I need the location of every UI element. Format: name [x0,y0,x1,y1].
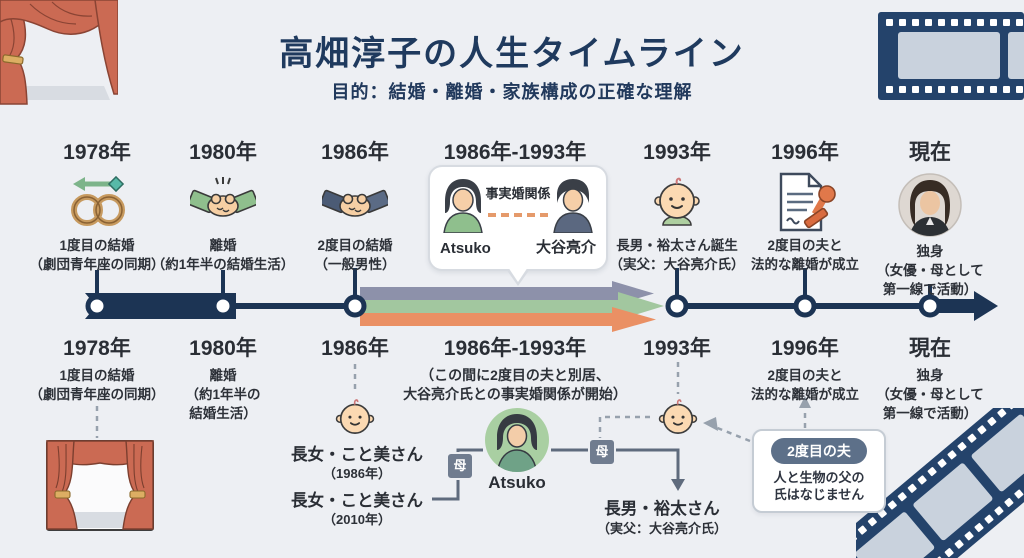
event-caption: 独身 [916,368,944,383]
bubble-left-name: Atsuko [440,240,491,257]
mother-badge: 母 [446,452,474,480]
page-title: 高畑淳子の人生タイムライン [279,35,745,73]
event-caption: 法的な離婚が成立 [751,387,859,402]
year-label: 1986年 [321,141,389,164]
handshake-icon [275,172,435,232]
timeline-node-now [918,294,942,318]
top-event-1986-1993: 1986年-1993年 [405,136,625,166]
event-caption: （一般男性） [314,257,396,272]
bottom-event-1993: 1993年 [597,332,757,362]
note-text: 氏はなじません [773,487,865,502]
document-stamp-icon [725,172,885,232]
timeline-node-1980 [211,294,235,318]
event-caption: （劇団青年座の同期） [29,387,165,402]
daughter1-year: （1986年） [323,466,391,481]
year-label: 1996年 [771,337,839,360]
event-caption: （女優・母として [876,263,984,278]
page-subtitle: 目的：結婚・離婚・家族構成の正確な理解 [331,82,693,102]
year-label: 1980年 [189,337,257,360]
timeline-node-1978 [85,294,109,318]
year-label: 1993年 [643,337,711,360]
son-note: （実父：大谷亮介氏） [596,521,727,536]
event-caption: （女優・母として [876,387,984,402]
year-label: 現在 [909,141,951,164]
year-label: 1986年 [321,337,389,360]
event-caption: 独身 [916,244,944,259]
event-caption: 結婚生活） [189,406,257,421]
bottom-event-1978: 1978年 1度目の結婚 （劇団青年座の同期） [17,332,177,404]
event-caption: （実父：大谷亮介氏） [609,257,745,272]
event-caption: 2度目の夫と [767,368,843,383]
film-strip-diagonal-icon [856,408,1024,558]
event-caption: 2度目の結婚 [317,238,393,253]
wedding-rings-icon [17,172,177,232]
year-label: 現在 [909,337,951,360]
atsuko-avatar-icon [485,408,549,472]
top-event-now: 現在 独身 （女優・母として 第一線で活動） [850,136,1010,299]
event-caption: 大谷亮介氏との事実婚関係が開始） [403,386,627,402]
bubble-title: 事実婚関係 [485,186,551,201]
mother-name-label: Atsuko [488,473,546,492]
top-event-1986: 1986年 2度目の結婚 （一般男性） [275,136,435,274]
event-caption: 長男・裕太さん誕生 [616,238,738,253]
event-caption: （約1年半の結婚生活） [151,257,295,272]
bottom-event-1986: 1986年 [275,332,435,362]
baby-boy-icon [658,399,698,434]
event-caption: （劇団青年座の同期） [29,257,165,272]
dashed-relationship-line [488,213,548,217]
event-caption: （この間に2度目の夫と別居、 [420,367,610,383]
common-law-marriage-bubble: 事実婚関係 Atsuko 大谷亮介 [428,165,608,286]
year-label: 1996年 [771,141,839,164]
theater-curtain-icon [0,0,118,105]
event-caption: （約1年半の [185,387,261,402]
daughter1-name: 長女・こと美さん [291,446,423,464]
top-event-1996: 1996年 2度目の夫と 法的な離婚が成立 [725,136,885,274]
man-avatar-icon [553,179,593,233]
event-caption: 1度目の結婚 [59,238,135,253]
year-label: 1986年-1993年 [443,141,587,164]
event-caption: 2度目の夫と [767,238,843,253]
film-strip-icon [878,12,1024,100]
mother-badge: 母 [588,438,616,466]
event-caption: 法的な離婚が成立 [751,257,859,272]
note-text: 人と生物の父の [773,470,865,485]
top-event-1980: 1980年 離婚 （約1年半の結婚生活） [143,136,303,274]
top-event-1978: 1978年 1度目の結婚 （劇団青年座の同期） [17,136,177,274]
bottom-event-now: 現在 独身 （女優・母として 第一線で活動） [850,332,1010,423]
timeline-node-1996 [793,294,817,318]
timeline-ribbon-start [85,293,236,319]
event-caption: 離婚 [209,238,237,253]
timeline-node-1986 [343,294,367,318]
baby-girl-icon [335,399,375,434]
second-husband-note-box: 2度目の夫 人と生物の父の 氏はなじません [752,429,886,513]
second-husband-badge: 2度目の夫 [771,438,867,464]
son-name: 長男・裕太さん [604,500,720,518]
bottom-event-1996: 1996年 2度目の夫と 法的な離婚が成立 [725,332,885,404]
baby-icon [597,172,757,232]
event-caption: 1度目の結婚 [59,368,135,383]
timeline-arrow-gray [360,281,654,306]
top-event-1993: 1993年 長男・裕太さん誕生 （実父：大谷亮介氏） [597,136,757,274]
year-label: 1993年 [643,141,711,164]
year-label: 1978年 [63,337,131,360]
timeline-arrow-end [930,291,998,321]
timeline-node-1993 [665,294,689,318]
year-label: 1980年 [189,141,257,164]
woman-avatar-icon [443,179,483,233]
bottom-event-1980: 1980年 離婚 （約1年半の 結婚生活） [143,332,303,423]
woman-portrait-photo [850,172,1010,238]
timeline-arrow-orange [360,307,656,332]
event-caption: 離婚 [209,368,237,383]
daughter2-name: 長女・こと美さん [291,492,423,510]
year-label: 1978年 [63,141,131,164]
year-label: 1986年-1993年 [443,337,587,360]
bubble-right-name: 大谷亮介 [535,239,596,256]
stage-curtain-icon [46,440,154,531]
daughter2-year: （2010年） [323,512,391,527]
event-caption: 第一線で活動） [882,406,978,421]
bottom-event-1986-1993: 1986年-1993年 （この間に2度目の夫と別居、 大谷亮介氏との事実婚関係が… [385,332,645,404]
handshake-icon [143,172,303,232]
event-caption: 第一線で活動） [882,282,978,297]
